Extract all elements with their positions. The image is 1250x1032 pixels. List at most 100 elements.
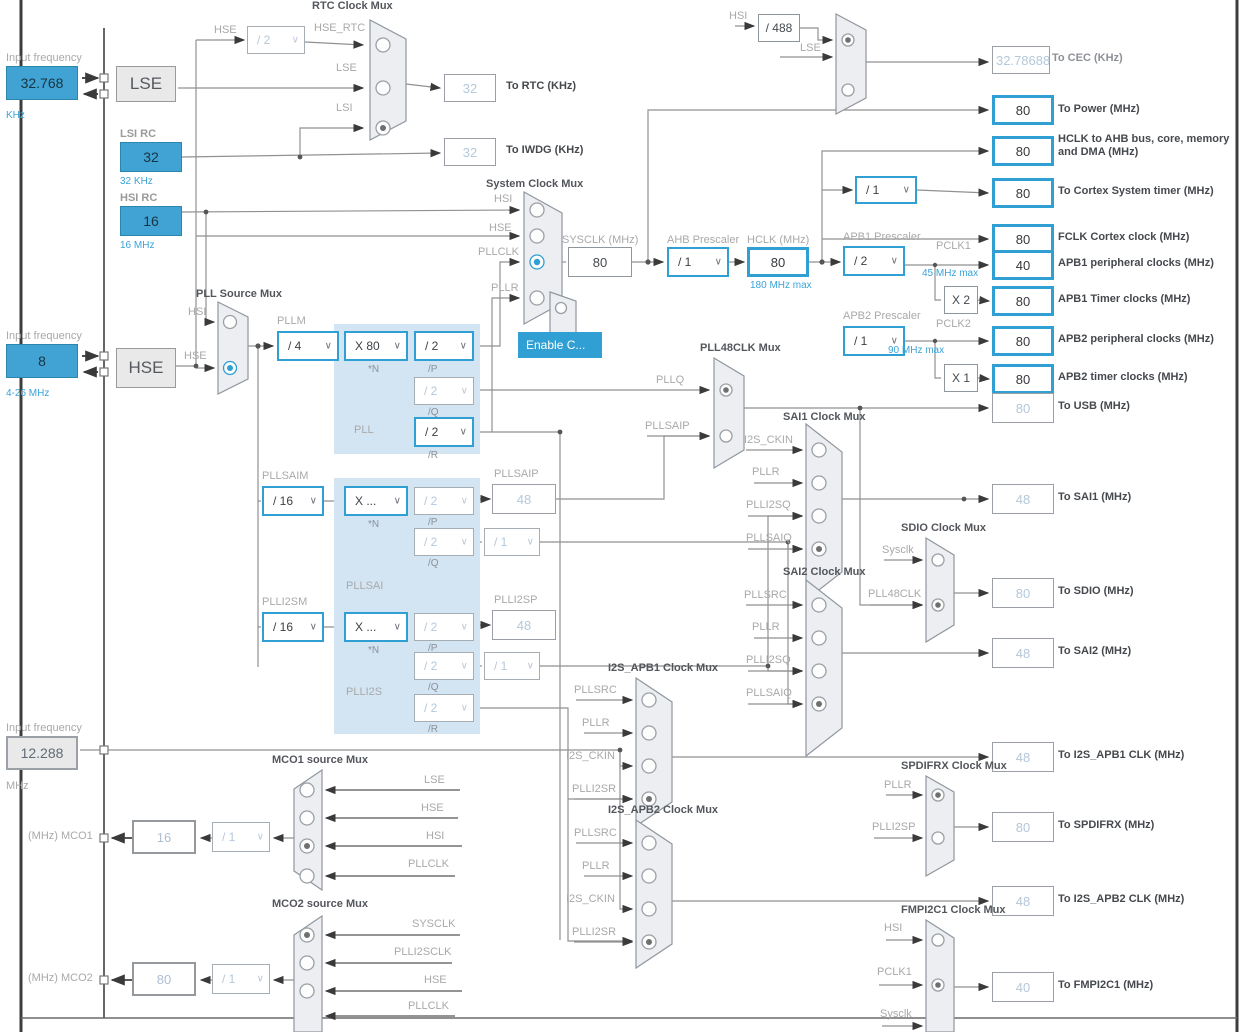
apb2-prescaler-dropdown[interactable]: / 1 <box>843 326 905 356</box>
pllsaiq-div-dropdown[interactable]: / 1 <box>484 528 540 556</box>
to-power-label: To Power (MHz) <box>1058 103 1140 115</box>
to-usb-value-box: 80 <box>992 393 1054 423</box>
pllsaim-dropdown[interactable]: / 16 <box>262 486 324 516</box>
mco2-mux-plli2sclk-radio[interactable] <box>299 955 315 971</box>
hse-source-block[interactable]: HSE <box>116 348 176 388</box>
pllsain-dropdown[interactable]: X ... <box>344 486 408 516</box>
plli2sq-dropdown[interactable]: / 2 <box>414 652 474 680</box>
to-sdio-value-box: 80 <box>992 578 1054 608</box>
sai2-mux-plli2sq-radio[interactable] <box>811 663 827 679</box>
plln-dropdown[interactable]: X 80 <box>344 331 408 361</box>
enable-css-button[interactable]: Enable C... <box>518 332 602 358</box>
i2s-apb1-mux-pllr-radio[interactable] <box>641 725 657 741</box>
to-spdifrx-value-box: 80 <box>992 812 1054 842</box>
sai1-pllsaiq-label: PLLSAIQ <box>746 532 792 544</box>
pllsaiq-dropdown[interactable]: / 2 <box>414 528 474 556</box>
mco1-pllclk-label: PLLCLK <box>408 858 449 870</box>
plli2sq-div-dropdown[interactable]: / 1 <box>484 652 540 680</box>
ahb-prescaler-dropdown[interactable]: / 1 <box>667 247 729 277</box>
rtc-lse-label: LSE <box>336 62 357 74</box>
plli2sp-dropdown[interactable]: / 2 <box>414 613 474 641</box>
sdio-sysclk-label: Sysclk <box>882 544 914 556</box>
fmpi2c1-clock-mux <box>925 918 955 1032</box>
system-mux-hse-radio[interactable] <box>529 228 545 244</box>
system-mux-hsi-radio[interactable] <box>529 202 545 218</box>
sai2-mux-pllr-radio[interactable] <box>811 630 827 646</box>
sdio-pll48clk-label: PLL48CLK <box>868 588 922 600</box>
lse-frequency-input[interactable]: 32.768 <box>6 66 78 100</box>
apb1-prescaler-label: APB1 Prescaler <box>843 231 921 243</box>
pll48-pllq-label: PLLQ <box>656 374 685 386</box>
cec-divider-box[interactable]: / 488 <box>758 14 800 42</box>
i2s-apb2-mux-i2s-ckin-radio[interactable] <box>641 901 657 917</box>
mco1-mux-pllclk-radio[interactable] <box>299 868 315 884</box>
pll48-mux-pllsaip-radio[interactable] <box>719 429 733 443</box>
fmpi2c1-mux-hsi-radio[interactable] <box>931 933 945 947</box>
i2s-apb1-mux-pllsrc-radio[interactable] <box>641 692 657 708</box>
sdio-clock-mux <box>925 536 955 644</box>
system-mux-pllr-radio[interactable] <box>529 290 545 306</box>
cec-lse-label: LSE <box>800 42 821 54</box>
sai2-mux-pllsrc-radio[interactable] <box>811 597 827 613</box>
to-iwdg-label: To IWDG (KHz) <box>506 144 584 156</box>
i2s-apb2-clock-mux <box>635 818 673 970</box>
pll-mux-hsi-radio[interactable] <box>222 314 238 330</box>
sai1-mux-i2s-ckin-radio[interactable] <box>811 442 827 458</box>
spdifrx-mux-plli2sp-radio[interactable] <box>931 831 945 845</box>
sai1-mux-pllr-radio[interactable] <box>811 475 827 491</box>
pllp-dropdown[interactable]: / 2 <box>414 331 474 361</box>
rtc-mux-hse-rtc-radio[interactable] <box>375 37 391 53</box>
pllm-dropdown[interactable]: / 4 <box>277 331 339 361</box>
apb1-prescaler-dropdown[interactable]: / 2 <box>843 246 905 276</box>
pllsaiq-sub-label: /Q <box>428 558 439 569</box>
mco1-divider-dropdown[interactable]: / 1 <box>212 822 270 852</box>
plli2sn-dropdown[interactable]: X ... <box>344 612 408 642</box>
lse-source-block[interactable]: LSE <box>116 66 176 102</box>
pllr-dropdown[interactable]: / 2 <box>414 417 474 447</box>
mco2-plli2sclk-label: PLLI2SCLK <box>394 946 452 958</box>
css-mux-radio[interactable] <box>554 301 568 315</box>
pllsai-block-label: PLLSAI <box>346 580 384 592</box>
i2s-apb1-pllr-label: PLLR <box>582 717 610 729</box>
rtc-mux-lse-radio[interactable] <box>375 80 391 96</box>
rtc-hse-label: HSE <box>214 24 237 36</box>
to-i2s-apb1-value-box: 48 <box>992 742 1054 772</box>
i2s-ckin-frequency-input[interactable]: 12.288 <box>6 736 78 770</box>
pllsaip-dropdown[interactable]: / 2 <box>414 487 474 515</box>
hse-input-frequency-label: Input frequency <box>6 330 82 342</box>
hsi-rc-title: HSI RC <box>120 192 158 204</box>
plli2sr-dropdown[interactable]: / 2 <box>414 694 474 722</box>
i2s-apb1-i2s-ckin-label: I2S_CKIN <box>566 750 615 762</box>
mco2-divider-dropdown[interactable]: / 1 <box>212 964 270 994</box>
i2s-apb1-mux-i2s-ckin-radio[interactable] <box>641 758 657 774</box>
hsi-rc-value: 16 <box>120 206 182 236</box>
sai1-i2s-ckin-label: I2S_CKIN <box>744 434 793 446</box>
rtc-value-box: 32 <box>444 74 496 102</box>
hclk-value-box[interactable]: 80 <box>747 247 809 277</box>
pll-hse-label: HSE <box>184 350 207 362</box>
to-cec-label: To CEC (KHz) <box>1052 52 1123 64</box>
i2s-apb2-mux-pllr-radio[interactable] <box>641 868 657 884</box>
spdifrx-clock-mux-title: SPDIFRX Clock Mux <box>901 760 1007 772</box>
apb2-timer-value-box: 80 <box>992 364 1054 394</box>
mco1-mux-hse-radio[interactable] <box>299 810 315 826</box>
apb2-max-note: 90 MHz max <box>888 345 945 356</box>
rtc-hse-divider-dropdown[interactable]: / 2 <box>247 26 305 54</box>
sai1-mux-plli2sq-radio[interactable] <box>811 508 827 524</box>
mco1-mux-lse-radio[interactable] <box>299 782 315 798</box>
fmpi2c1-hsi-label: HSI <box>884 922 903 934</box>
i2s-apb2-mux-pllsrc-radio[interactable] <box>641 835 657 851</box>
plli2sm-dropdown[interactable]: / 16 <box>262 612 324 642</box>
sai1-pllr-label: PLLR <box>752 466 780 478</box>
lsi-rc-unit: 32 KHz <box>120 176 153 187</box>
hse-frequency-input[interactable]: 8 <box>6 344 78 378</box>
mco2-source-mux-title: MCO2 source Mux <box>272 898 368 910</box>
fmpi2c1-pclk1-label: PCLK1 <box>877 966 912 978</box>
pllq-dropdown[interactable]: / 2 <box>414 377 474 405</box>
to-fmpi2c1-value-box: 40 <box>992 972 1054 1002</box>
cec-mux-lse-radio[interactable] <box>841 83 855 97</box>
mco2-mux-hse-radio[interactable] <box>299 983 315 999</box>
cortex-timer-divider-dropdown[interactable]: / 1 <box>855 176 917 204</box>
sdio-mux-sysclk-radio[interactable] <box>931 553 945 567</box>
